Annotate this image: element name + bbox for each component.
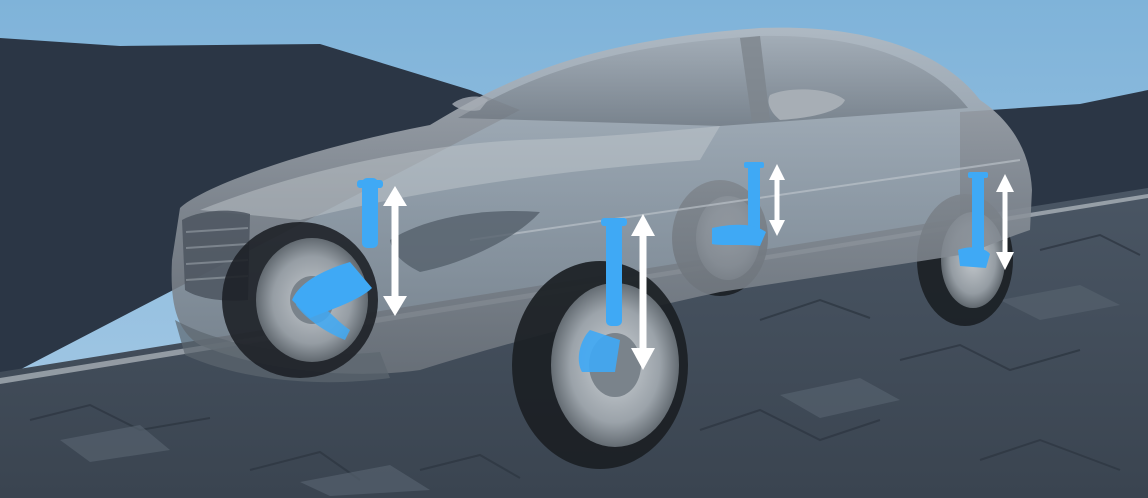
road-patches [60,285,1120,496]
arrow-front-right [631,214,655,370]
arrow-front-left [383,186,407,316]
strut-front-left [292,178,383,340]
arrow-rear-left [769,164,785,236]
arrow-rear-right [996,174,1014,270]
strut-rear-left [712,162,766,246]
strut-rear-right [958,172,990,268]
strut-front-right [578,218,627,372]
headlight [390,210,540,272]
road-cracks [29,233,1141,481]
side-mirror [768,89,845,120]
